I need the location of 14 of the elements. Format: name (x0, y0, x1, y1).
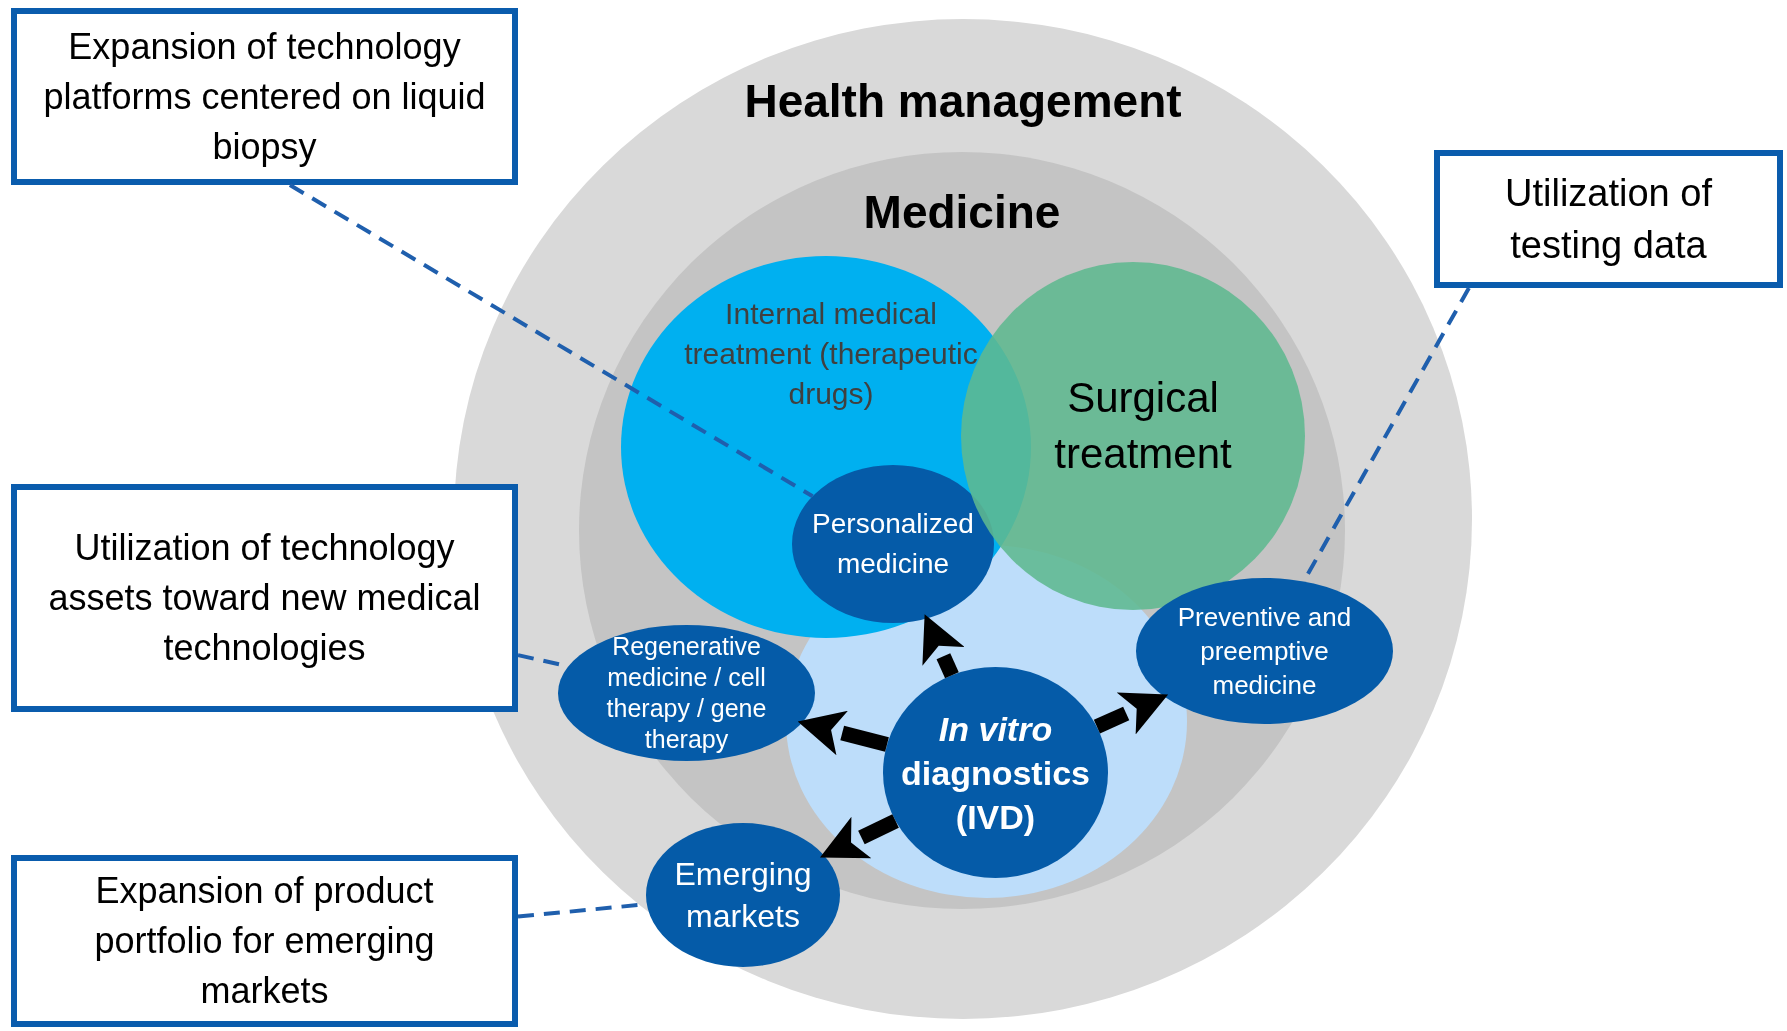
callout-box: Utilization of technology assets toward new medical technologies (11, 484, 518, 712)
center-circle: In vitro diagnostics (IVD) (883, 667, 1108, 878)
topic-ellipse: Emerging markets (646, 823, 840, 967)
block-arrow (922, 614, 965, 679)
callout-box: Expansion of technology platforms centered on liquid biopsy (11, 8, 518, 185)
leader-line (288, 183, 814, 498)
block-arrow (1093, 692, 1169, 735)
circle-heading: Medicine (862, 185, 1062, 239)
circle-heading: Internal medical treatment (therapeutic drugs) (683, 296, 979, 412)
topic-ellipse: Personalized medicine (792, 465, 994, 623)
callout-box: Utilization of testing data (1434, 150, 1783, 288)
block-arrow (797, 710, 889, 756)
block-arrow (819, 814, 899, 859)
callout-box: Expansion of product portfolio for emerging markets (11, 855, 518, 1027)
